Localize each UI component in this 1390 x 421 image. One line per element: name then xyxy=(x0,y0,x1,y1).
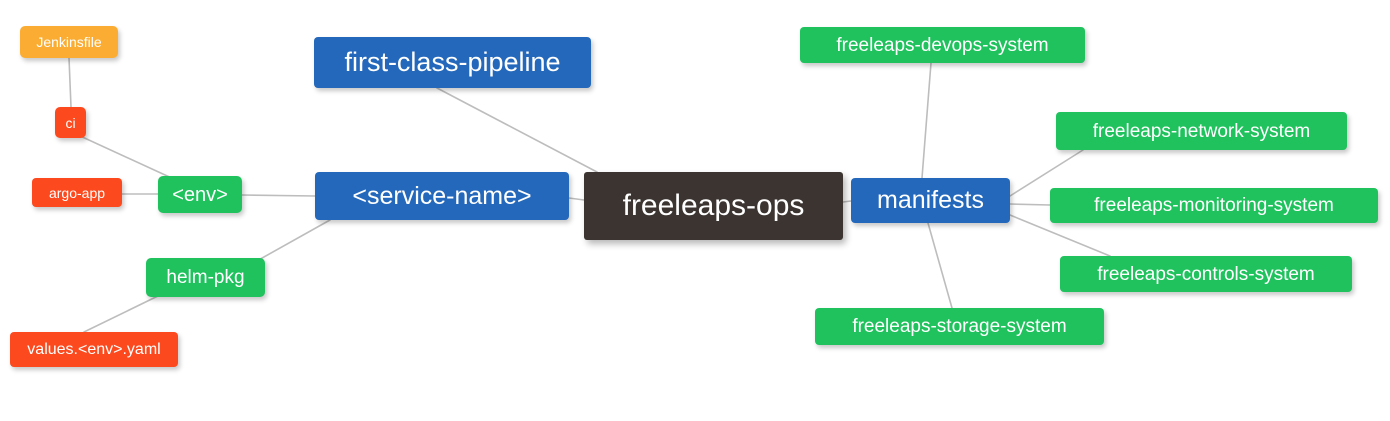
edge-manifests-to-freeleaps-devops-system xyxy=(921,62,932,179)
node-label-freeleaps-ops: freeleaps-ops xyxy=(622,189,805,222)
node-jenkinsfile[interactable]: Jenkinsfile xyxy=(20,26,118,58)
edge-ci-to-env xyxy=(77,134,177,181)
edge-manifests-to-freeleaps-monitoring-system xyxy=(1009,203,1051,206)
edge-env-to-service-name xyxy=(241,194,316,197)
node-freeleaps-monitoring-system[interactable]: freeleaps-monitoring-system xyxy=(1050,188,1378,223)
node-freeleaps-devops-system[interactable]: freeleaps-devops-system xyxy=(800,27,1085,63)
node-label-env: <env> xyxy=(172,183,228,206)
node-label-freeleaps-monitoring-system: freeleaps-monitoring-system xyxy=(1094,195,1334,216)
node-label-freeleaps-storage-system: freeleaps-storage-system xyxy=(852,316,1067,337)
node-label-freeleaps-devops-system: freeleaps-devops-system xyxy=(836,34,1049,56)
node-label-helm-pkg: helm-pkg xyxy=(166,267,245,288)
edge-service-name-to-freeleaps-ops xyxy=(568,197,585,201)
edge-freeleaps-ops-to-manifests xyxy=(842,200,852,203)
node-first-class-pipeline[interactable]: first-class-pipeline xyxy=(314,37,591,88)
edge-manifests-to-freeleaps-storage-system xyxy=(927,222,953,309)
node-label-first-class-pipeline: first-class-pipeline xyxy=(344,47,561,77)
node-helm-pkg[interactable]: helm-pkg xyxy=(146,258,265,297)
node-label-values-yaml: values.<env>.yaml xyxy=(27,340,161,358)
node-env[interactable]: <env> xyxy=(158,176,242,213)
node-label-jenkinsfile: Jenkinsfile xyxy=(36,34,102,50)
node-manifests[interactable]: manifests xyxy=(851,178,1010,223)
edge-helm-pkg-to-service-name xyxy=(254,219,331,263)
node-argo-app[interactable]: argo-app xyxy=(32,178,122,207)
edge-first-class-pipeline-to-freeleaps-ops xyxy=(436,87,598,173)
node-label-manifests: manifests xyxy=(877,186,984,214)
node-values-yaml[interactable]: values.<env>.yaml xyxy=(10,332,178,367)
edge-values-yaml-to-helm-pkg xyxy=(83,294,161,333)
node-freeleaps-network-system[interactable]: freeleaps-network-system xyxy=(1056,112,1347,150)
node-service-name[interactable]: <service-name> xyxy=(315,172,569,220)
node-label-service-name: <service-name> xyxy=(352,181,532,210)
node-label-freeleaps-network-system: freeleaps-network-system xyxy=(1092,120,1311,142)
node-ci[interactable]: ci xyxy=(55,107,86,138)
node-freeleaps-ops[interactable]: freeleaps-ops xyxy=(584,172,843,240)
node-label-ci: ci xyxy=(65,114,76,131)
node-freeleaps-controls-system[interactable]: freeleaps-controls-system xyxy=(1060,256,1352,292)
node-label-argo-app: argo-app xyxy=(48,184,106,201)
node-label-freeleaps-controls-system: freeleaps-controls-system xyxy=(1097,263,1315,285)
node-freeleaps-storage-system[interactable]: freeleaps-storage-system xyxy=(815,308,1104,345)
edge-jenkinsfile-to-ci xyxy=(68,57,72,108)
